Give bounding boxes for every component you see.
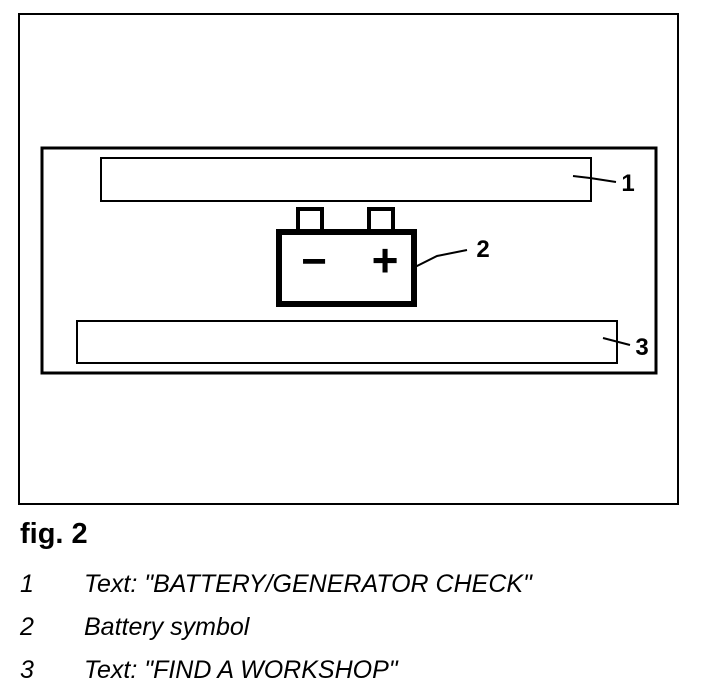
display-panel bbox=[40, 146, 658, 375]
figure-legend: 1 Text: "BATTERY/GENERATOR CHECK" 2 Batt… bbox=[20, 563, 532, 692]
callout-1: 1 bbox=[621, 170, 634, 197]
display-figure: − + 1 2 3 bbox=[18, 13, 679, 505]
legend-text: Text: "FIND A WORKSHOP" bbox=[84, 656, 398, 684]
battery-icon: − + bbox=[276, 207, 417, 307]
battery-plus-sign: + bbox=[372, 234, 399, 286]
leader-line-3 bbox=[602, 337, 631, 346]
legend-item: 2 Battery symbol bbox=[20, 606, 532, 649]
leader-line-2 bbox=[412, 249, 468, 269]
legend-number: 3 bbox=[20, 656, 34, 684]
text-field-bottom bbox=[76, 320, 618, 364]
figure-caption: fig. 2 bbox=[20, 518, 88, 550]
legend-number: 2 bbox=[20, 613, 34, 641]
text-field-top bbox=[100, 157, 592, 202]
leader-line-1 bbox=[572, 175, 617, 183]
legend-text: Text: "BATTERY/GENERATOR CHECK" bbox=[84, 570, 532, 598]
battery-terminal-negative bbox=[296, 207, 324, 233]
callout-2: 2 bbox=[476, 236, 489, 263]
legend-item: 1 Text: "BATTERY/GENERATOR CHECK" bbox=[20, 563, 532, 606]
outer-frame bbox=[18, 13, 679, 505]
legend-item: 3 Text: "FIND A WORKSHOP" bbox=[20, 649, 532, 692]
legend-number: 1 bbox=[20, 570, 34, 598]
battery-minus-sign: − bbox=[301, 237, 327, 286]
legend-text: Battery symbol bbox=[84, 613, 250, 641]
callout-3: 3 bbox=[635, 334, 648, 361]
battery-terminal-positive bbox=[367, 207, 395, 233]
